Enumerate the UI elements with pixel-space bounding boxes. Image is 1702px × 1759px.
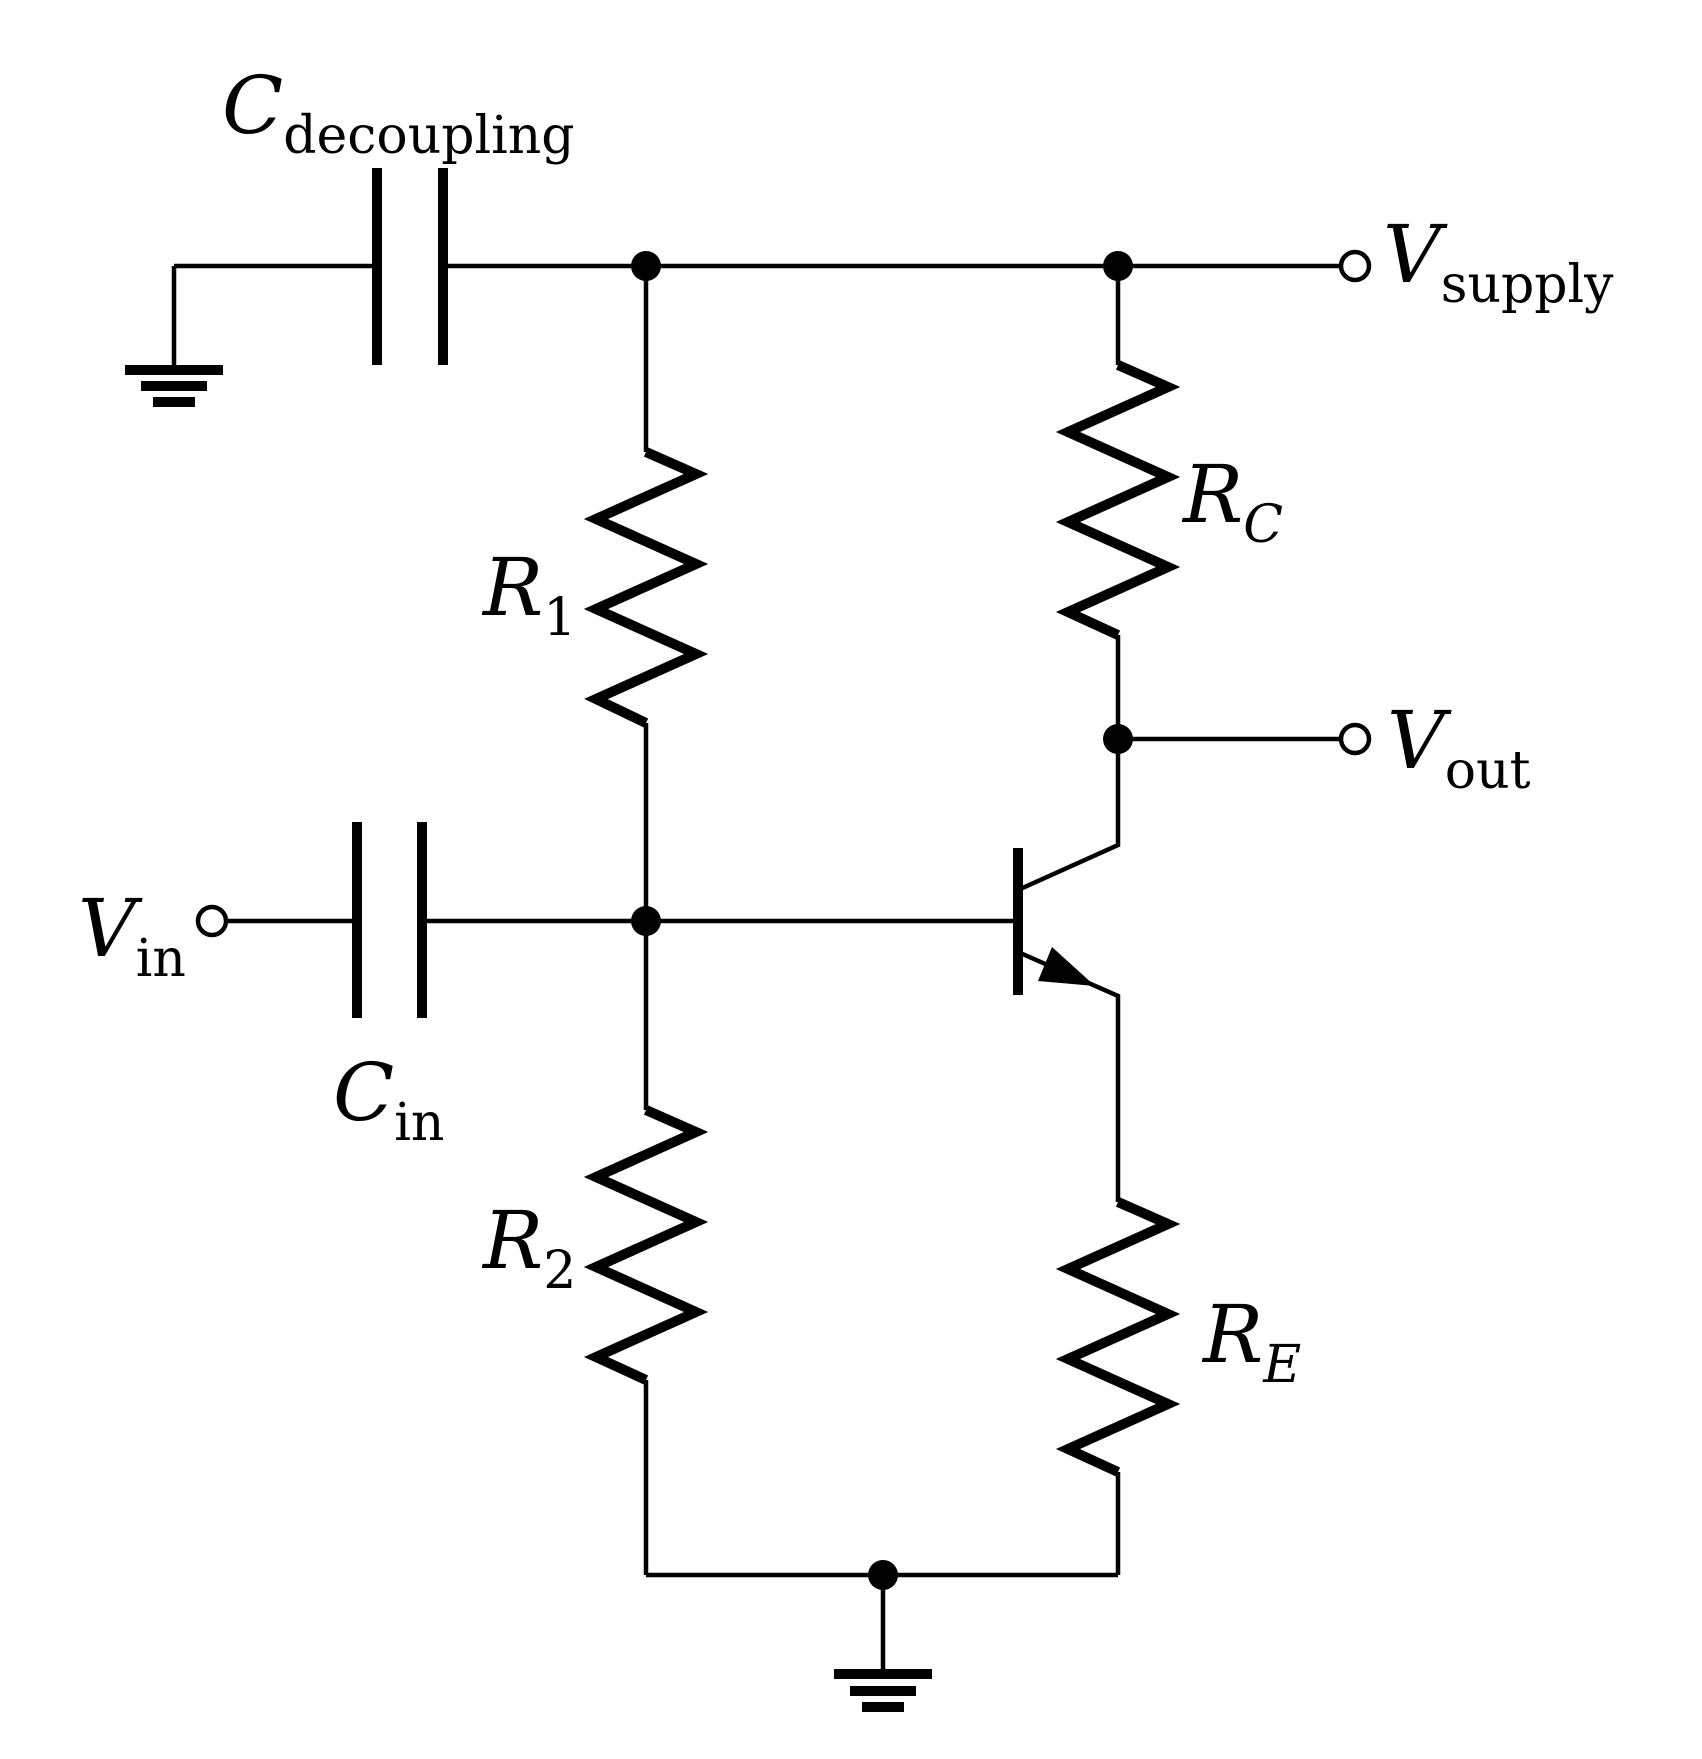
label-v-supply: Vsupply — [1383, 208, 1614, 315]
resistor-re — [1055, 1197, 1181, 1477]
ground-bar-1 — [125, 365, 223, 375]
terminal-v-in — [195, 904, 229, 938]
transistor-emitter-arrow-icon — [1038, 947, 1095, 986]
ground-bar-2 — [141, 381, 207, 391]
capacitor-plate-left — [372, 168, 382, 365]
capacitor-decoupling — [372, 168, 448, 365]
label-r2: R2 — [481, 1194, 576, 1301]
label-c-decoupling: Cdecoupling — [222, 59, 575, 166]
label-c-in: Cin — [333, 1046, 444, 1153]
capacitor-input — [352, 822, 427, 1018]
transistor-base-bar — [1013, 848, 1023, 995]
label-v-in: Vin — [78, 882, 186, 989]
ground-bar-3 — [862, 1702, 904, 1712]
ground-symbol-left — [125, 365, 223, 407]
capacitor-plate-left — [352, 822, 362, 1018]
capacitor-plate-right — [417, 822, 427, 1018]
ground-symbol-bottom — [834, 1669, 932, 1712]
label-v-out: Vout — [1387, 694, 1531, 801]
resistor-rc — [1055, 360, 1181, 640]
label-r1: R1 — [481, 541, 576, 648]
transistor-emitter-lead — [1017, 949, 1121, 1202]
ground-bar-1 — [834, 1669, 932, 1679]
transistor-collector-lead — [1017, 739, 1121, 893]
terminal-v-supply — [1338, 249, 1372, 283]
ground-bar-3 — [153, 397, 195, 407]
ground-bar-2 — [850, 1686, 916, 1696]
label-rc: RC — [1181, 448, 1283, 555]
resistor-r1 — [583, 447, 709, 728]
transistor-npn — [1013, 739, 1121, 1202]
capacitor-plate-right — [438, 168, 448, 365]
terminal-v-out — [1338, 722, 1372, 756]
resistor-r2 — [583, 1105, 709, 1385]
label-re: RE — [1201, 1288, 1301, 1395]
